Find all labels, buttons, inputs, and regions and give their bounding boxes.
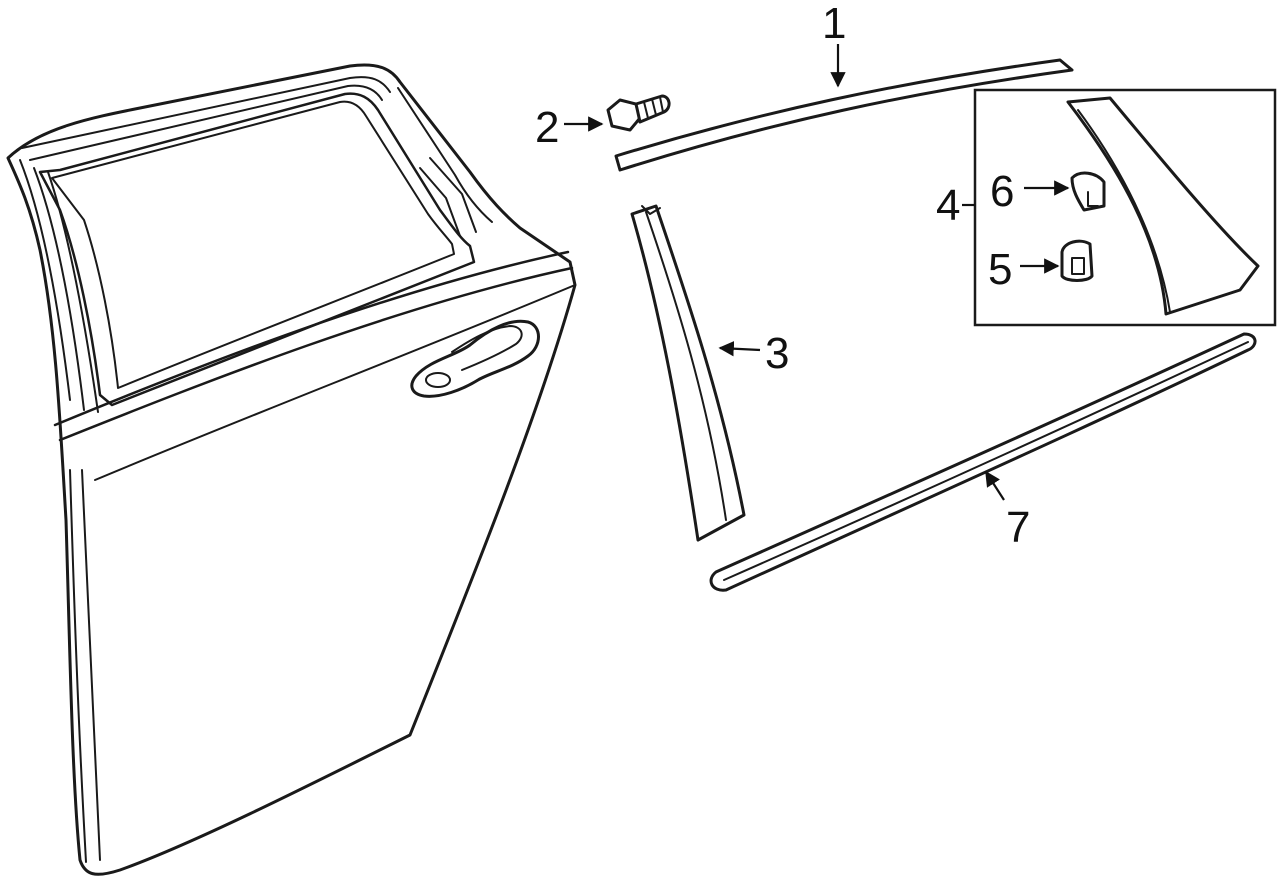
callout-3: 3 (718, 329, 789, 378)
callout-2: 2 (535, 103, 604, 152)
pillar-garnish (630, 204, 746, 542)
callout-label-4: 4 (936, 181, 960, 230)
belt-molding (709, 332, 1257, 592)
callout-4: 4 (936, 181, 975, 230)
callout-1: 1 (822, 0, 846, 88)
callout-7: 7 (985, 470, 1030, 552)
callout-label-5: 5 (988, 245, 1012, 294)
callout-label-6: 6 (990, 167, 1014, 216)
clip-part-6 (1070, 171, 1106, 212)
callout-label-3: 3 (765, 329, 789, 378)
detail-inset (973, 88, 1277, 327)
bolt-part (606, 94, 671, 132)
callout-5: 5 (988, 245, 1060, 294)
callout-label-1: 1 (822, 0, 846, 48)
rear-door-shell (6, 63, 577, 876)
roof-molding-strip (614, 58, 1074, 172)
callout-label-7: 7 (1006, 503, 1030, 552)
callout-label-2: 2 (535, 103, 559, 152)
clip-part-5 (1060, 239, 1094, 282)
callout-6: 6 (990, 167, 1070, 216)
